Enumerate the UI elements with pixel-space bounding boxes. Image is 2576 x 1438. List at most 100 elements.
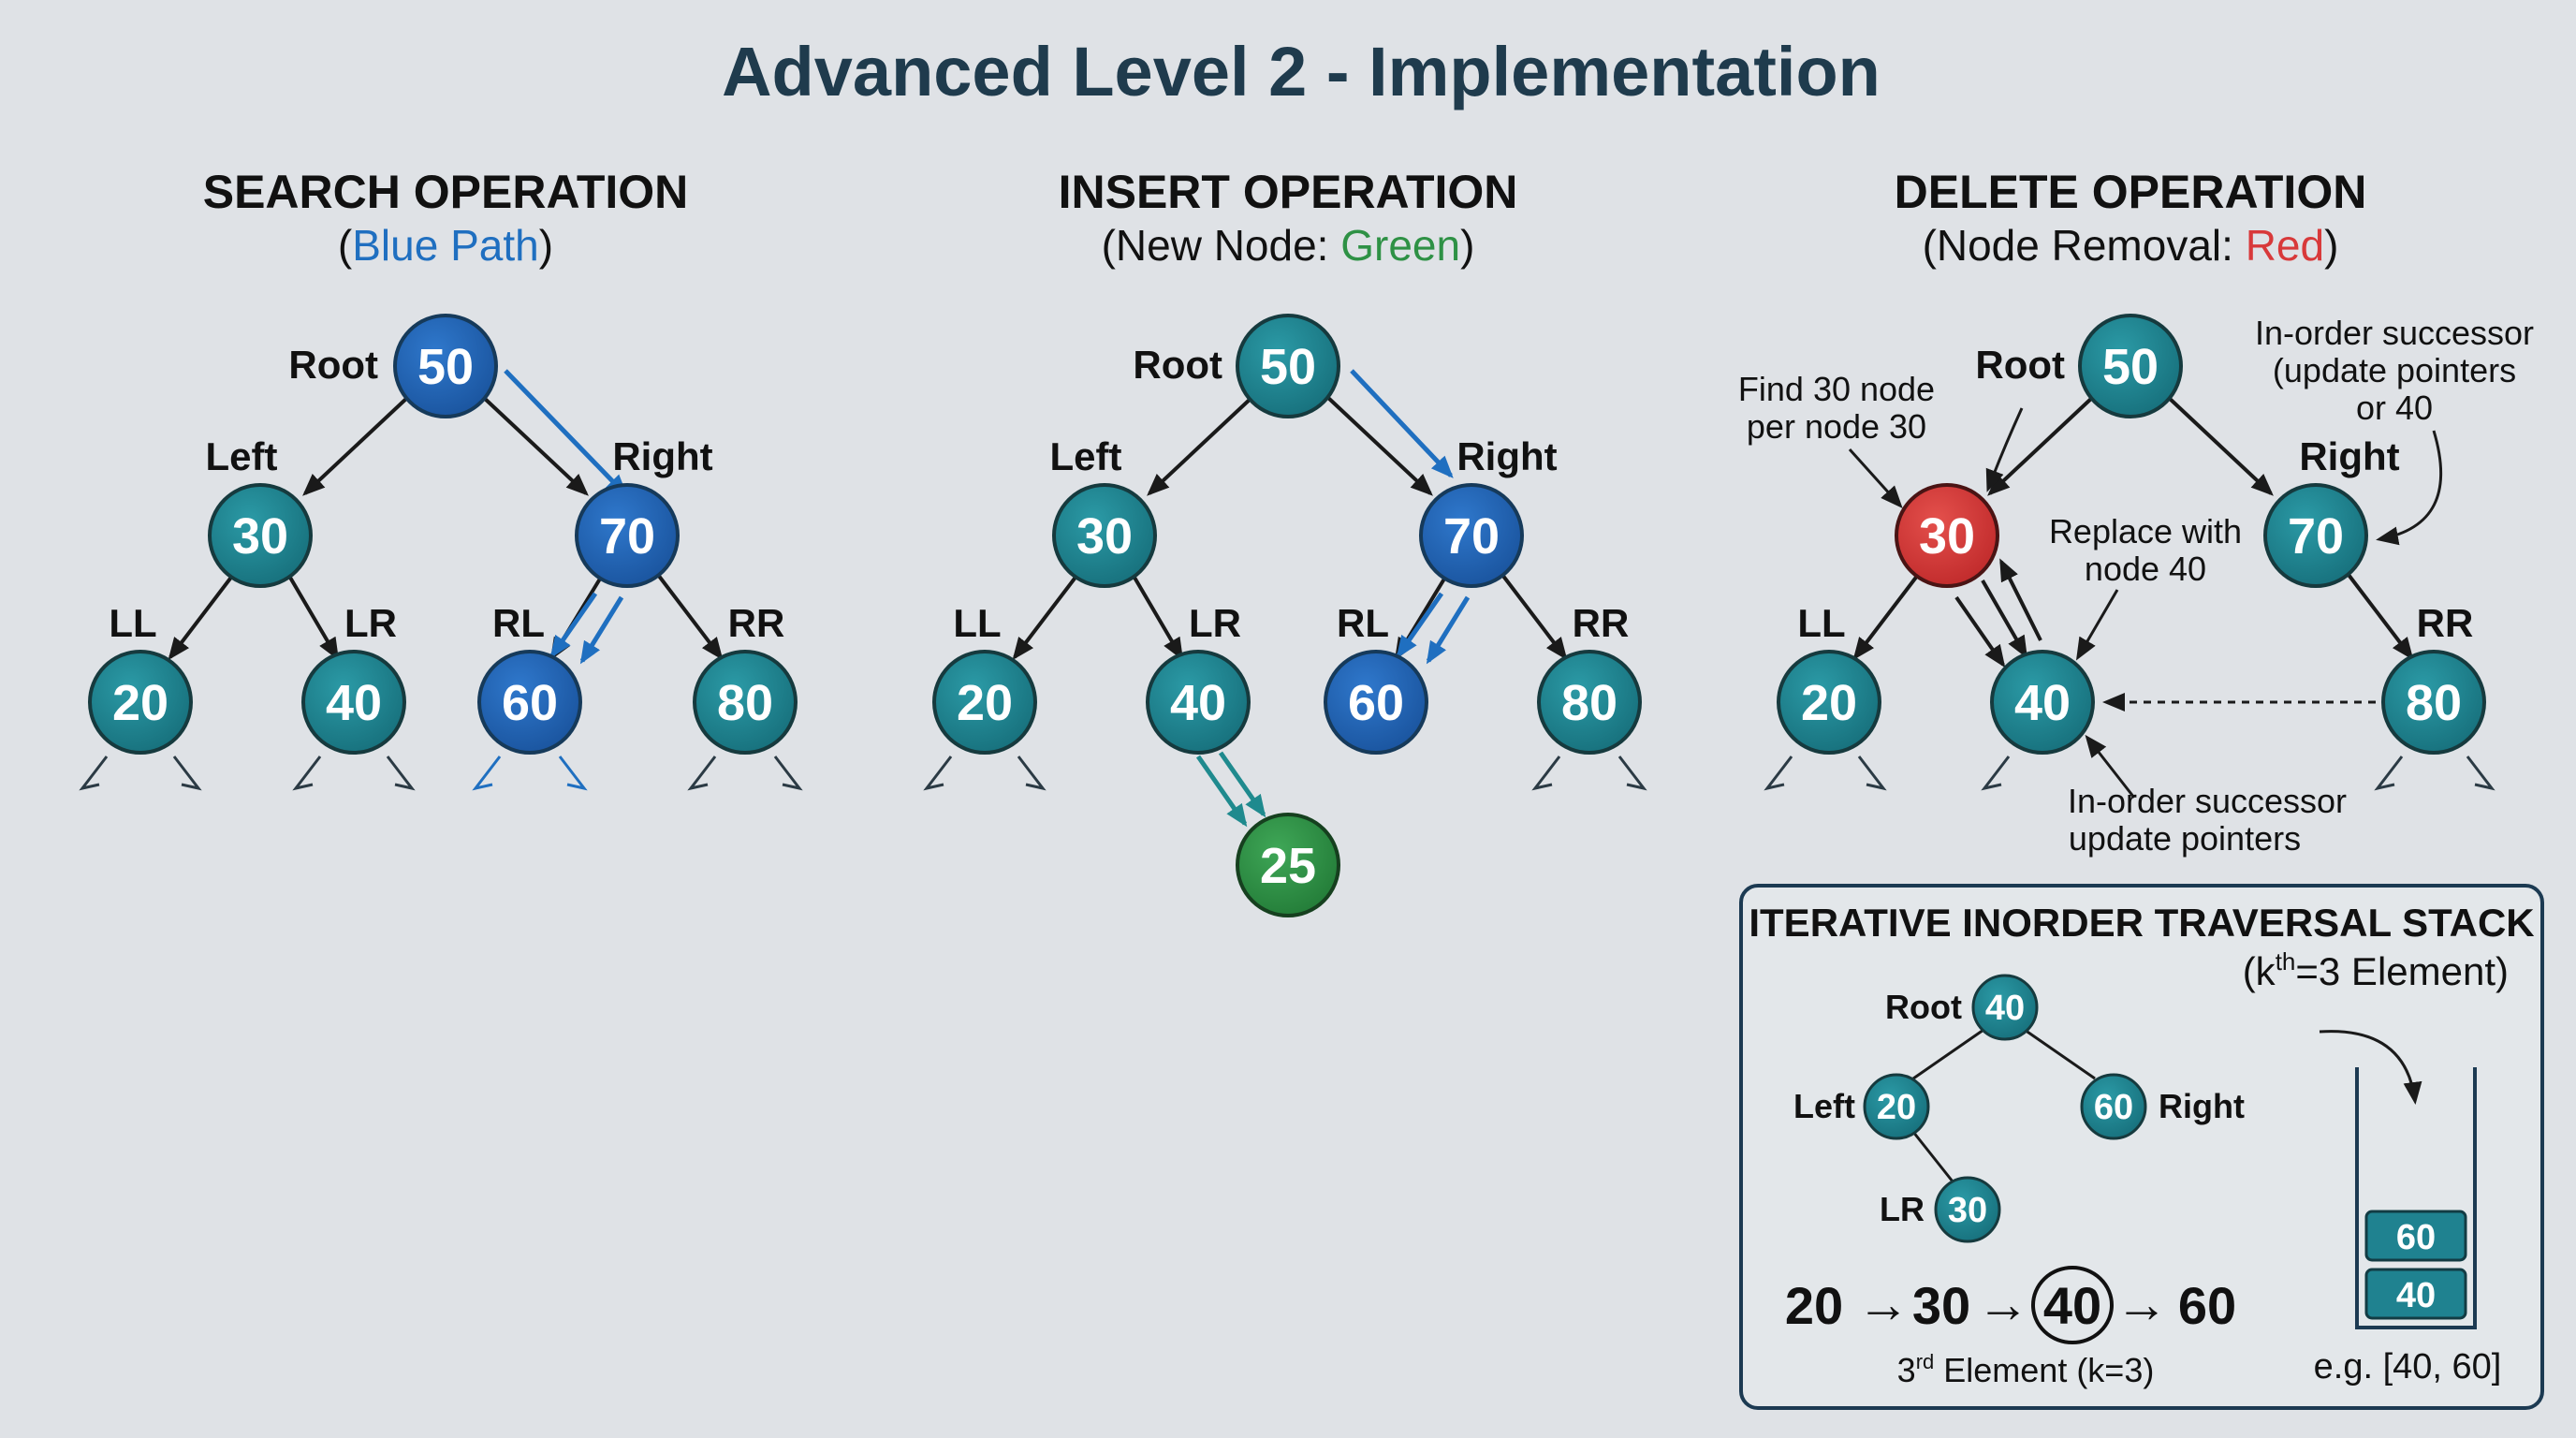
node-new: 25 (1236, 813, 1340, 917)
svg-text:60: 60 (502, 675, 558, 731)
search-heading: SEARCH OPERATION (203, 166, 689, 218)
label-lr: LR (1189, 601, 1241, 645)
svg-text:30: 30 (1919, 508, 1975, 565)
node-right: 70 (2263, 483, 2368, 588)
edge-root-right (2166, 395, 2274, 496)
node-rr: 80 (693, 650, 798, 755)
annotation-successor-top-line3: or 40 (2356, 389, 2433, 427)
svg-text:20: 20 (1877, 1088, 1916, 1127)
stack-push-arrow (2319, 1030, 2422, 1105)
stack-item: 40 (2364, 1268, 2467, 1320)
edge-left-ll (168, 569, 238, 661)
svg-text:70: 70 (1443, 508, 1500, 565)
label-right: Right (612, 434, 712, 478)
label-rl: RL (492, 601, 545, 645)
label-rr: RR (2417, 601, 2474, 645)
label-rr: RR (1573, 601, 1630, 645)
svg-text:25: 25 (1260, 838, 1316, 894)
svg-text:40: 40 (326, 675, 382, 731)
page-title: Advanced Level 2 - Implementation (722, 33, 1881, 110)
node-ll: 20 (1777, 650, 1881, 755)
node-rl: 60 (1324, 650, 1428, 755)
label-left: Left (1050, 434, 1122, 478)
node-root: 50 (2078, 314, 2183, 418)
node-rl: 60 (477, 650, 582, 755)
sequence-item: 20 (1785, 1276, 1843, 1335)
leaf-stubs (1764, 756, 2496, 791)
edge-root-right (1325, 395, 1433, 496)
insert-path-arrow-5 (1218, 751, 1266, 818)
mini-edge-root-left (1912, 1026, 1987, 1080)
node-ll: 20 (88, 650, 193, 755)
node-ll: 20 (932, 650, 1037, 755)
mini-label-lr: LR (1880, 1190, 1925, 1228)
stack-caption: e.g. [40, 60] (2314, 1347, 2502, 1387)
node-root: 50 (1236, 314, 1340, 418)
label-rl: RL (1337, 601, 1389, 645)
node-right: 70 (1419, 483, 1524, 588)
insert-path-arrow-3 (1426, 595, 1471, 665)
edge-right-rr (653, 569, 724, 661)
sequence-arrow: → (1857, 1274, 1910, 1333)
sequence-item: 30 (1912, 1276, 1970, 1335)
annotation-successor-bot-line2: update pointers (2069, 819, 2301, 858)
search-panel: SEARCH OPERATION (Blue Path) 50 30 (79, 166, 803, 791)
traversal-box (1739, 884, 2544, 1410)
node-left: 30 (208, 483, 313, 588)
annotation-find-line1: Find 30 node (1738, 370, 1935, 408)
edge-root-left (1987, 395, 2095, 496)
annotation-find-line2: per node 30 (1747, 407, 1926, 446)
insert-path-arrow-2 (1396, 592, 1444, 659)
stack-item: 60 (2364, 1210, 2467, 1262)
edge-right-rr (1498, 569, 1568, 661)
label-root: Root (1975, 343, 2065, 387)
svg-text:30: 30 (1948, 1191, 1987, 1230)
node-left: 30 (1052, 483, 1157, 588)
search-path-arrow-1 (504, 369, 628, 497)
edge-removed-ll (1852, 569, 1923, 661)
mini-node-left: 20 (1863, 1073, 1930, 1140)
traversal-caption: 3rd Element (k=3) (1897, 1350, 2155, 1389)
replace-arrow-3 (1999, 558, 2042, 641)
replace-arrow-2 (1981, 580, 2027, 659)
search-subheading: (Blue Path) (338, 221, 553, 270)
sequence-highlight-ring (2031, 1266, 2114, 1344)
mini-edge-root-right (2021, 1026, 2096, 1080)
svg-text:50: 50 (417, 339, 474, 395)
svg-text:70: 70 (599, 508, 655, 565)
mini-node-lr: 30 (1934, 1176, 2001, 1243)
annotation-successor-top-line1: In-order successor (2255, 314, 2534, 352)
label-ll: LL (109, 601, 156, 645)
traversal-panel: ITERATIVE INORDER TRAVERSAL STACK (kth=3… (1739, 884, 2544, 1410)
svg-text:20: 20 (1801, 675, 1857, 731)
search-path-arrow-2 (549, 592, 598, 659)
label-right: Right (1456, 434, 1557, 478)
svg-text:20: 20 (112, 675, 168, 731)
insert-path-arrow-4 (1195, 755, 1248, 828)
label-rr: RR (728, 601, 785, 645)
node-rr: 80 (2381, 650, 2486, 755)
traversal-sequence: 20 → 30 → 40 → 60 (1785, 1266, 2236, 1344)
mini-label-left: Left (1793, 1087, 1855, 1125)
label-left: Left (206, 434, 278, 478)
svg-text:40: 40 (1170, 675, 1226, 731)
sequence-arrow: → (1977, 1274, 2029, 1333)
find-pointer (1848, 448, 1903, 508)
svg-text:70: 70 (2288, 508, 2344, 565)
mini-label-right: Right (2159, 1087, 2245, 1125)
svg-text:40: 40 (1985, 989, 2025, 1028)
leaf-stubs (79, 756, 803, 791)
annotation-replace-line2: node 40 (2085, 550, 2206, 588)
node-root: 50 (393, 314, 498, 418)
svg-text:60: 60 (2396, 1218, 2436, 1257)
svg-text:30: 30 (232, 508, 288, 565)
traversal-heading: ITERATIVE INORDER TRAVERSAL STACK (1749, 901, 2534, 945)
edge-root-right (481, 395, 589, 496)
svg-text:50: 50 (2102, 339, 2159, 395)
replace-pointer (2075, 589, 2119, 661)
mini-node-right: 60 (2080, 1073, 2147, 1140)
edge-left-lr (1129, 569, 1184, 661)
annotation-successor-bot-line1: In-order successor (2068, 782, 2347, 820)
label-ll: LL (1797, 601, 1845, 645)
